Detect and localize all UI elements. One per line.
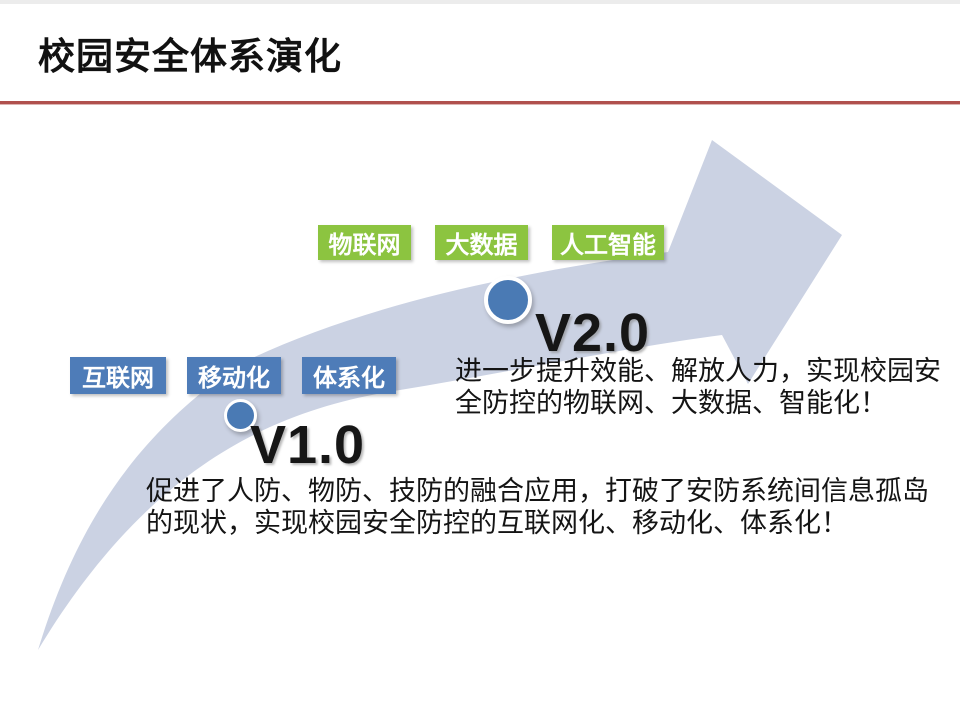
v2-label: V2.0 <box>535 303 651 363</box>
v1-label: V1.0 <box>250 415 366 475</box>
tag-system: 体系化 <box>302 357 396 394</box>
title-divider <box>0 101 960 105</box>
milestone-dot-v1 <box>224 399 257 432</box>
tag-iot: 物联网 <box>318 225 411 260</box>
tag-bigdata: 大数据 <box>435 225 528 260</box>
evolution-arrow <box>38 140 842 650</box>
milestone-dot-v2 <box>484 276 532 324</box>
v1-description: 促进了人防、物防、技防的融合应用，打破了安防系统间信息孤岛的现状，实现校园安全防… <box>146 476 929 538</box>
page-title: 校园安全体系演化 <box>38 36 342 77</box>
tag-ai: 人工智能 <box>552 225 664 260</box>
tag-mobile: 移动化 <box>187 357 281 394</box>
evolution-arrow-shape <box>38 140 842 650</box>
tag-internet: 互联网 <box>70 357 166 394</box>
v2-description: 进一步提升效能、解放人力，实现校园安全防控的物联网、大数据、智能化！ <box>455 356 941 418</box>
